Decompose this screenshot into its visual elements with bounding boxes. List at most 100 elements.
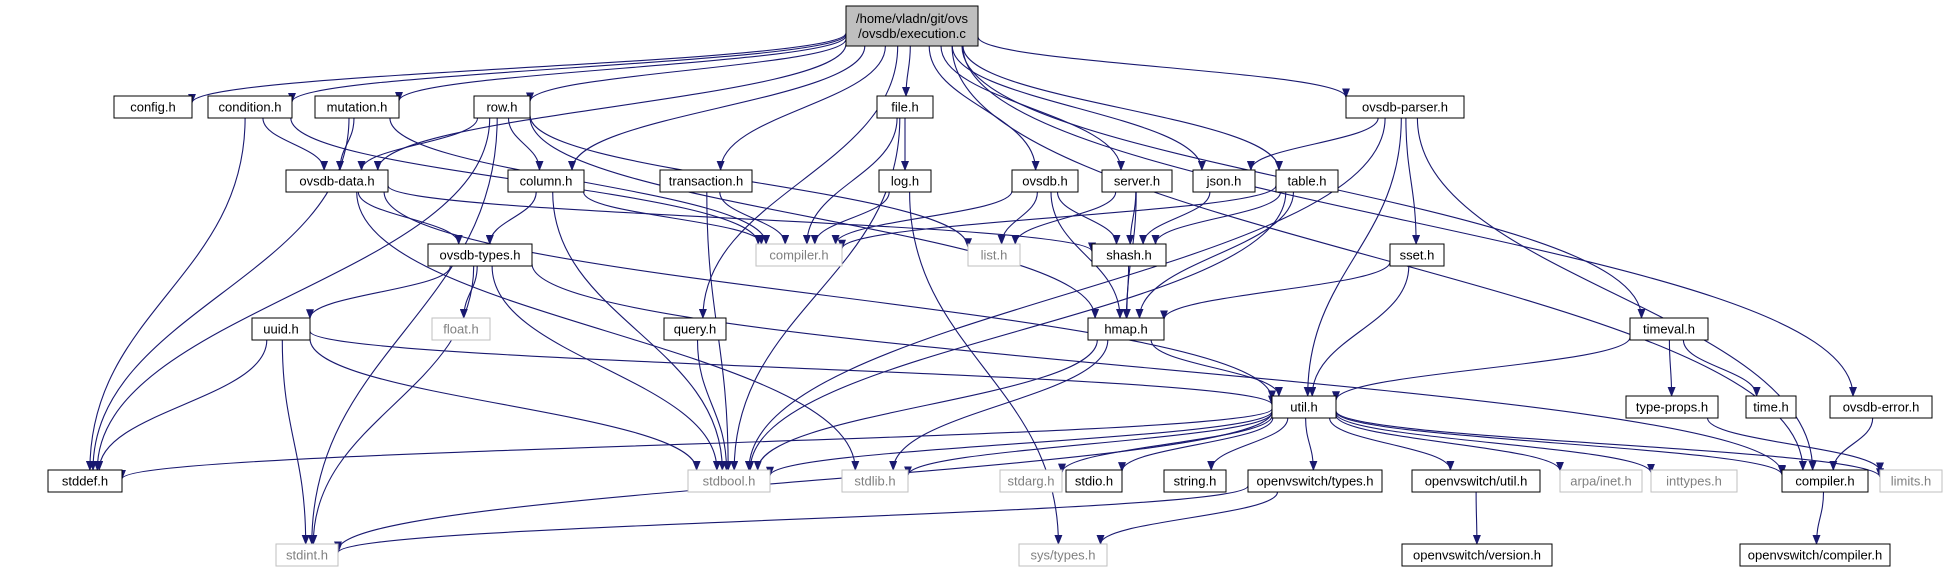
node-util[interactable]: util.h <box>1271 395 1337 419</box>
node-table[interactable]: table.h <box>1275 169 1339 193</box>
node-query[interactable]: query.h <box>663 317 727 341</box>
node-stdlib: stdlib.h <box>841 469 909 493</box>
node-time[interactable]: time.h <box>1745 395 1797 419</box>
node-typeprops[interactable]: type-props.h <box>1625 395 1719 419</box>
node-config[interactable]: config.h <box>113 95 193 119</box>
node-stdint-box <box>275 543 339 567</box>
node-ovsdbdata[interactable]: ovsdb-data.h <box>285 169 389 193</box>
edge-ovsdbparser-to-sset <box>1405 117 1421 245</box>
node-json-box <box>1192 169 1256 193</box>
edge-condition-to-ovsdbdata <box>262 117 329 171</box>
edge-uuid-to-util <box>309 330 1276 406</box>
edge-root-to-config <box>188 32 847 104</box>
node-ovsdbparser[interactable]: ovsdb-parser.h <box>1345 95 1465 119</box>
edge-ovsdbtypes-to-stdint <box>309 265 475 545</box>
node-log[interactable]: log.h <box>878 169 932 193</box>
node-ovsutil-box <box>1411 469 1541 493</box>
node-stdbool-box <box>687 469 771 493</box>
edge-typeprops-to-limits <box>1706 417 1884 473</box>
node-column[interactable]: column.h <box>507 169 585 193</box>
node-mutation[interactable]: mutation.h <box>314 95 400 119</box>
edge-ovsdb-to-hmap <box>1050 191 1124 319</box>
node-shash[interactable]: shash.h <box>1091 243 1167 267</box>
node-config-box <box>113 95 193 119</box>
node-ovsdb[interactable]: ovsdb.h <box>1011 169 1079 193</box>
edge-root-to-ovsdberror <box>962 45 1857 397</box>
node-transaction-label: transaction.h <box>669 174 743 189</box>
node-ovsutil[interactable]: openvswitch/util.h <box>1411 469 1541 493</box>
edge-condition-to-stddef <box>85 117 246 471</box>
node-log-label: log.h <box>891 174 919 189</box>
node-ovsdb-label: ovsdb.h <box>1022 174 1068 189</box>
node-file-box <box>876 95 934 119</box>
edge-root-to-query <box>698 45 899 319</box>
edge-timeval-to-time <box>1682 339 1761 397</box>
node-stddef[interactable]: stddef.h <box>47 469 123 493</box>
node-root[interactable]: /home/vladn/git/ovs/ovsdb/execution.c <box>845 5 979 47</box>
node-hmap-box <box>1087 317 1165 341</box>
edge-util-to-arpa <box>1335 414 1564 472</box>
node-time-box <box>1745 395 1797 419</box>
node-stdlib-box <box>841 469 909 493</box>
node-stdarg: stdarg.h <box>999 469 1063 493</box>
node-server[interactable]: server.h <box>1101 169 1173 193</box>
node-ovstypes-label: openvswitch/types.h <box>1256 474 1373 489</box>
node-systypes-label: sys/types.h <box>1030 548 1095 563</box>
node-sset[interactable]: sset.h <box>1389 243 1445 267</box>
edge-timeval-to-typeprops <box>1667 339 1676 397</box>
node-row[interactable]: row.h <box>473 95 531 119</box>
node-stddef-box <box>47 469 123 493</box>
edge-util-to-stddef <box>118 408 1273 480</box>
edge-hmap-to-util <box>1150 339 1283 397</box>
node-ovsdberror-box <box>1829 395 1933 419</box>
node-stdio[interactable]: stdio.h <box>1065 469 1123 493</box>
node-uuid[interactable]: uuid.h <box>251 317 311 341</box>
edge-ovsdbdata-to-util <box>383 191 1276 401</box>
edge-root-to-mutation <box>395 35 847 102</box>
edge-util-to-ovstypes <box>1305 417 1318 471</box>
node-condition-label: condition.h <box>219 100 282 115</box>
edge-file-to-stdbool <box>730 117 901 471</box>
node-ovsversion[interactable]: openvswitch/version.h <box>1401 543 1553 567</box>
edge-json-to-shash <box>1139 191 1211 245</box>
node-file[interactable]: file.h <box>876 95 934 119</box>
node-timeval-label: timeval.h <box>1643 322 1695 337</box>
edge-file-to-compiler <box>802 117 898 245</box>
node-transaction[interactable]: transaction.h <box>659 169 753 193</box>
edge-util-to-stdarg <box>1058 415 1273 474</box>
node-stdbool-label: stdbool.h <box>703 474 756 489</box>
node-util-box <box>1271 395 1337 419</box>
node-row-label: row.h <box>486 100 517 115</box>
node-ovsdberror[interactable]: ovsdb-error.h <box>1829 395 1933 419</box>
edge-root-to-ovsdb <box>928 45 1040 171</box>
node-arpa-label: arpa/inet.h <box>1570 474 1631 489</box>
node-json[interactable]: json.h <box>1192 169 1256 193</box>
node-stdio-box <box>1065 469 1123 493</box>
edge-ovstypes-to-stdint <box>334 485 1249 554</box>
node-condition[interactable]: condition.h <box>207 95 293 119</box>
node-compiler2[interactable]: compiler.h <box>1781 469 1869 493</box>
edge-timeval-to-util <box>1332 337 1631 402</box>
node-ovsdbtypes[interactable]: ovsdb-types.h <box>427 243 533 267</box>
node-ovstypes[interactable]: openvswitch/types.h <box>1247 469 1383 493</box>
edge-root-to-ovsdbparser <box>977 36 1350 99</box>
node-log-box <box>878 169 932 193</box>
node-stdint: stdint.h <box>275 543 339 567</box>
node-timeval[interactable]: timeval.h <box>1629 317 1709 341</box>
node-ovsdbparser-box <box>1345 95 1465 119</box>
node-json-label: json.h <box>1206 174 1242 189</box>
node-query-label: query.h <box>674 322 716 337</box>
edge-row-to-hmap <box>529 116 1100 319</box>
edge-hmap-to-stdlib <box>889 339 1109 471</box>
node-string[interactable]: string.h <box>1163 469 1227 493</box>
node-float-label: float.h <box>443 322 478 337</box>
edge-ovstypes-to-systypes <box>1096 491 1279 545</box>
node-mutation-label: mutation.h <box>327 100 388 115</box>
node-hmap[interactable]: hmap.h <box>1087 317 1165 341</box>
node-ovstypes-box <box>1247 469 1383 493</box>
node-ovscompiler[interactable]: openvswitch/compiler.h <box>1739 543 1891 567</box>
edge-uuid-to-stddef <box>95 339 268 471</box>
node-transaction-box <box>659 169 753 193</box>
node-ovscompiler-box <box>1739 543 1891 567</box>
edge-uuid-to-stdbool <box>309 338 701 471</box>
